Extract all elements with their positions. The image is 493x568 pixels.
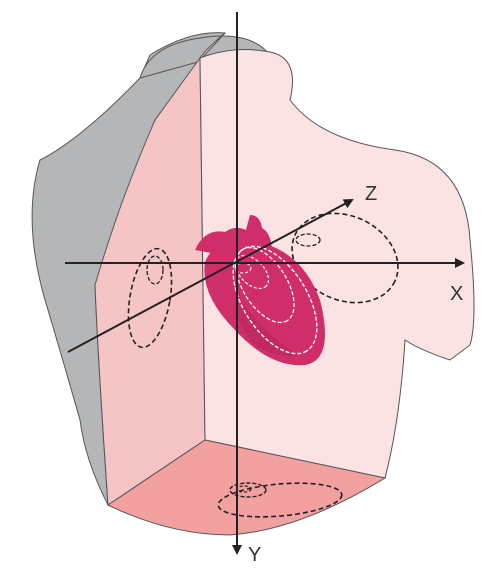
z-axis-label: Z xyxy=(365,183,377,205)
x-axis-label: X xyxy=(450,283,463,305)
y-axis-label: Y xyxy=(248,544,261,563)
